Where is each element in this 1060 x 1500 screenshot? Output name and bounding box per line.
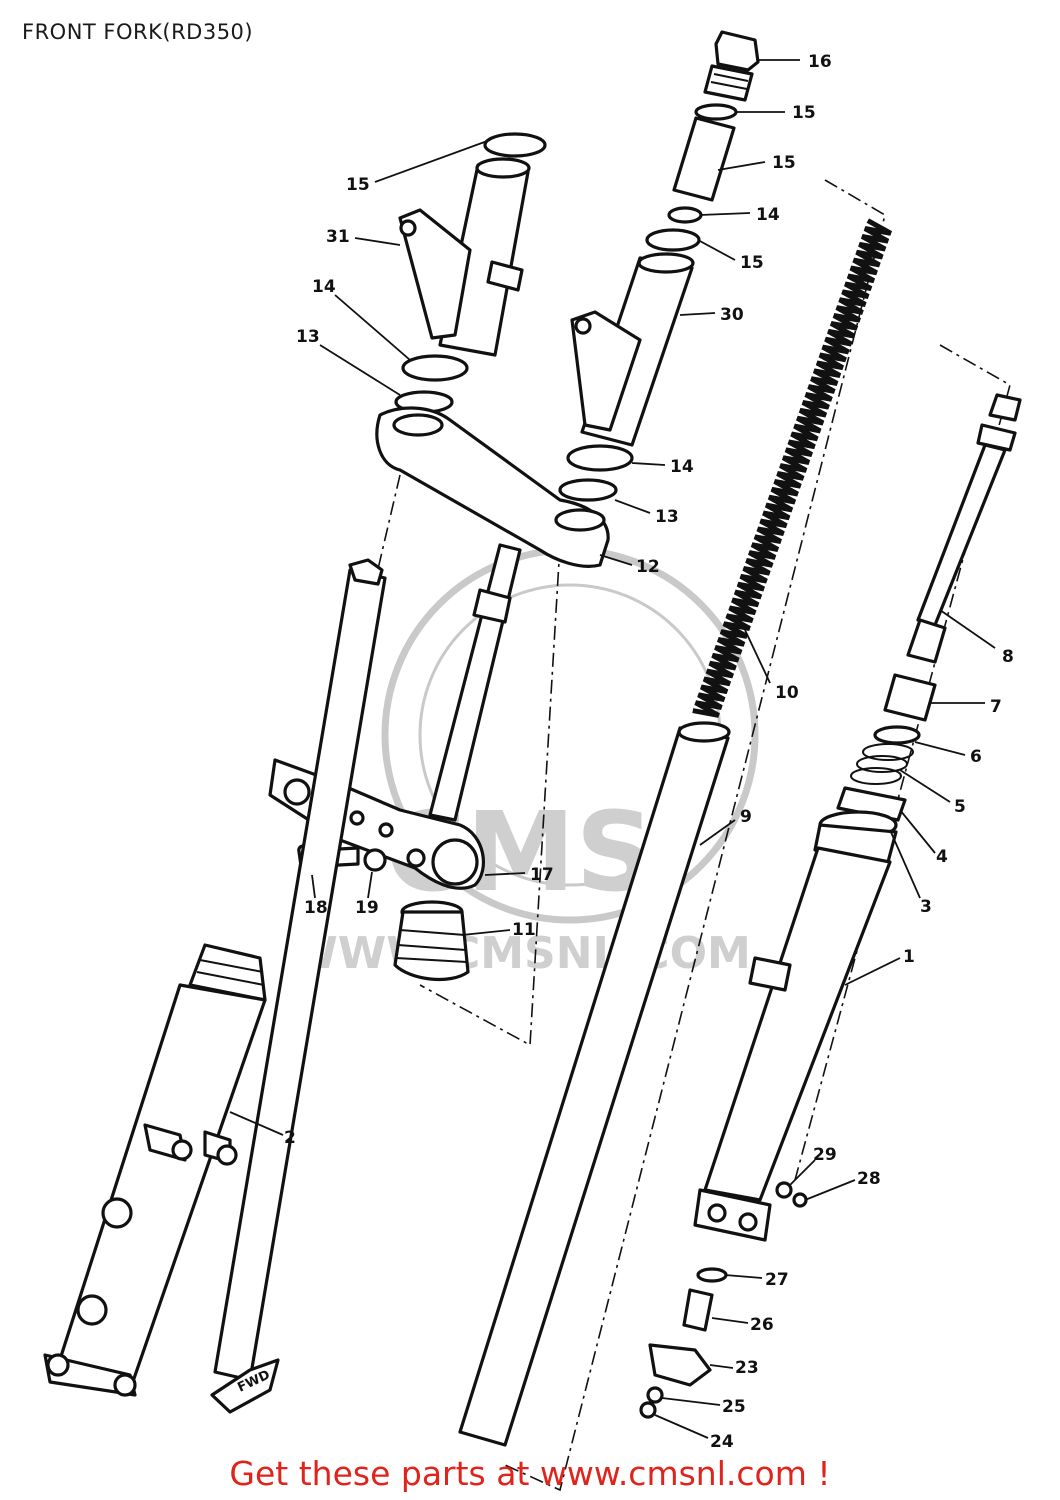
callout-25: 25 [722, 1397, 746, 1417]
callout-15-right: 15 [740, 253, 764, 273]
part-8-damper-rod [906, 393, 1022, 664]
part-18-o-ring [694, 103, 738, 121]
part-16-washer [667, 206, 703, 224]
part-19-cap-bolt [703, 30, 760, 102]
part-31-cover-tube-left [398, 157, 531, 357]
part-10-fork-spring [692, 218, 893, 718]
callout-15-left: 15 [346, 175, 370, 195]
part-28-screw [792, 1192, 808, 1208]
callout-24: 24 [710, 1432, 734, 1452]
callout-11: 11 [512, 920, 536, 940]
part-9-inner-tube [458, 721, 731, 1447]
leader-lines [229, 59, 996, 1439]
assembly-line-spring [504, 179, 886, 1492]
callout-6: 6 [970, 747, 982, 767]
part-26-bolt [682, 1288, 714, 1332]
callout-17: 15 [772, 153, 796, 173]
part-13-ring-right [558, 478, 618, 502]
part-11-dust-cover [393, 900, 470, 982]
part-30-cover-tube-right [570, 252, 695, 447]
callout-14-left: 14 [312, 277, 336, 297]
callout-3: 3 [920, 897, 932, 917]
callout-30: 30 [720, 305, 744, 325]
part-27-washer [696, 1267, 728, 1283]
diagram-title: FRONT FORK(RD350) [22, 20, 254, 44]
callout-9: 9 [740, 807, 752, 827]
callout-4: 4 [936, 847, 948, 867]
callout-8: 8 [1002, 647, 1014, 667]
promo-link[interactable]: Get these parts at www.cmsnl.com ! [229, 1454, 831, 1493]
part-7-spacer [883, 673, 937, 722]
watermark-url: WWW.CMSNL.COM [289, 928, 751, 979]
part-14-seal-left [401, 354, 469, 382]
callout-22: 19 [355, 898, 379, 918]
callout-12: 12 [636, 557, 660, 577]
part-12-upper-bracket [375, 406, 610, 568]
callout-29: 29 [813, 1145, 837, 1165]
callout-19: 16 [808, 52, 832, 72]
callout-13-left: 13 [296, 327, 320, 347]
part-29-washer [775, 1181, 793, 1199]
callout-14-right: 14 [670, 457, 694, 477]
part-23-plate [648, 1343, 712, 1387]
callout-16: 14 [756, 205, 780, 225]
callout-13-right: 13 [655, 507, 679, 527]
callout-26: 26 [750, 1315, 774, 1335]
callout-7: 7 [990, 697, 1002, 717]
part-4-taper-spindle [836, 786, 907, 822]
part-14-seal-right [566, 444, 634, 472]
callout-23: 23 [735, 1358, 759, 1378]
callout-1: 1 [903, 947, 915, 967]
callouts: 16 15 15 14 15 30 15 31 14 13 14 13 12 1… [284, 52, 1014, 1452]
callout-10: 10 [775, 683, 799, 703]
callout-27: 27 [765, 1270, 789, 1290]
callout-21: 18 [304, 898, 328, 918]
assembly-line-stem [419, 544, 561, 1047]
callout-2: 2 [284, 1128, 296, 1148]
part-25-washer [646, 1386, 664, 1404]
callout-20: 17 [530, 865, 554, 885]
part-5-rebound-spring [850, 743, 914, 785]
callout-18: 15 [792, 103, 816, 123]
callout-31: 31 [326, 227, 350, 247]
part-15-ring-right [645, 228, 701, 252]
callout-5: 5 [954, 797, 966, 817]
part-24-nut [639, 1401, 657, 1419]
part-6-ring [873, 725, 921, 745]
callout-28: 28 [857, 1169, 881, 1189]
part-22-washer [363, 848, 387, 872]
part-2-left-fork-assembly [43, 558, 387, 1397]
part-17-spacer [672, 116, 736, 202]
part-15-ring-left [483, 132, 547, 158]
part-1-outer-tube-right [693, 846, 892, 1242]
